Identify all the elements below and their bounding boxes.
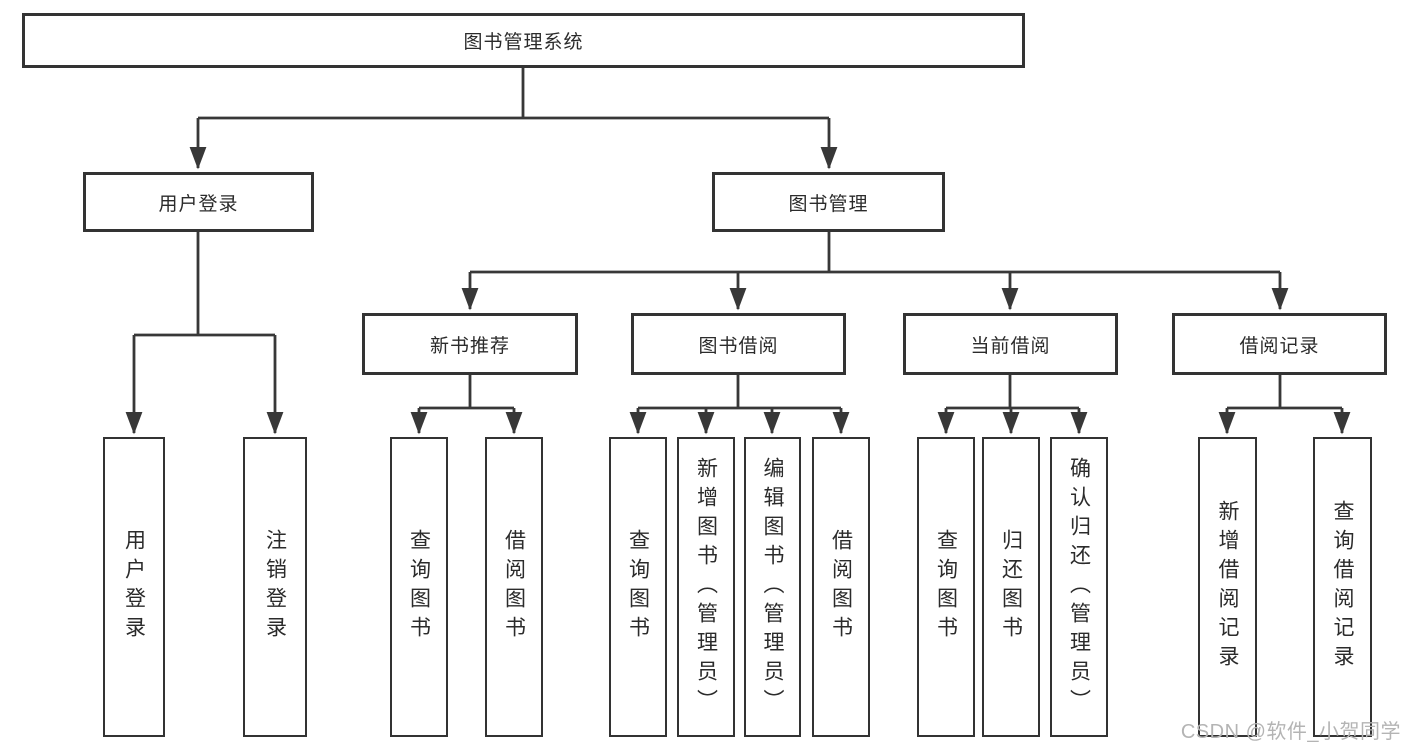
leaf-add-books-admin: 新增图书（管理员） bbox=[677, 437, 735, 737]
node-label: 新增图书（管理员） bbox=[694, 456, 718, 718]
leaf-add-borrow-record: 新增借阅记录 bbox=[1198, 437, 1257, 737]
node-label: 当前借阅 bbox=[970, 335, 1051, 357]
node-label: 查询图书 bbox=[626, 529, 650, 645]
leaf-query-borrow-record: 查询借阅记录 bbox=[1313, 437, 1372, 737]
node-book-management: 图书管理 bbox=[712, 172, 945, 232]
node-user-login: 用户登录 bbox=[83, 172, 314, 232]
node-label: 查询借阅记录 bbox=[1331, 500, 1354, 674]
leaf-borrowing-borrow-books: 借阅图书 bbox=[812, 437, 870, 737]
node-label: 新书推荐 bbox=[429, 335, 510, 357]
node-label: 注销登录 bbox=[263, 529, 287, 645]
node-label: 确认归还（管理员） bbox=[1067, 456, 1091, 718]
node-label: 新增借阅记录 bbox=[1216, 500, 1239, 674]
node-library-management-system: 图书管理系统 bbox=[22, 13, 1025, 68]
node-label: 图书借阅 bbox=[698, 335, 779, 357]
node-label: 编辑图书（管理员） bbox=[761, 456, 784, 718]
node-label: 图书管理系统 bbox=[463, 32, 584, 53]
node-borrowing-records: 借阅记录 bbox=[1172, 313, 1387, 375]
node-label: 用户登录 bbox=[122, 529, 146, 645]
node-label: 借阅图书 bbox=[829, 529, 853, 645]
leaf-confirm-return-admin: 确认归还（管理员） bbox=[1050, 437, 1108, 737]
leaf-recommend-borrow-books: 借阅图书 bbox=[485, 437, 543, 737]
node-label: 查询图书 bbox=[934, 529, 958, 645]
leaf-logout: 注销登录 bbox=[243, 437, 307, 737]
node-label: 用户登录 bbox=[158, 193, 239, 215]
leaf-edit-books-admin: 编辑图书（管理员） bbox=[744, 437, 801, 737]
node-label: 借阅图书 bbox=[502, 529, 526, 645]
node-new-book-recommendation: 新书推荐 bbox=[362, 313, 578, 375]
leaf-current-query-books: 查询图书 bbox=[917, 437, 975, 737]
csdn-watermark: CSDN @软件_小贺同学 bbox=[1180, 721, 1401, 743]
node-current-borrowing: 当前借阅 bbox=[903, 313, 1118, 375]
node-label: 借阅记录 bbox=[1239, 335, 1320, 357]
leaf-recommend-query-books: 查询图书 bbox=[390, 437, 448, 737]
node-label: 归还图书 bbox=[999, 529, 1023, 645]
node-book-borrowing: 图书借阅 bbox=[631, 313, 846, 375]
leaf-user-login: 用户登录 bbox=[103, 437, 165, 737]
node-label: 查询图书 bbox=[407, 529, 431, 645]
leaf-borrowing-query-books: 查询图书 bbox=[609, 437, 667, 737]
leaf-return-books: 归还图书 bbox=[982, 437, 1040, 737]
node-label: 图书管理 bbox=[788, 193, 869, 215]
